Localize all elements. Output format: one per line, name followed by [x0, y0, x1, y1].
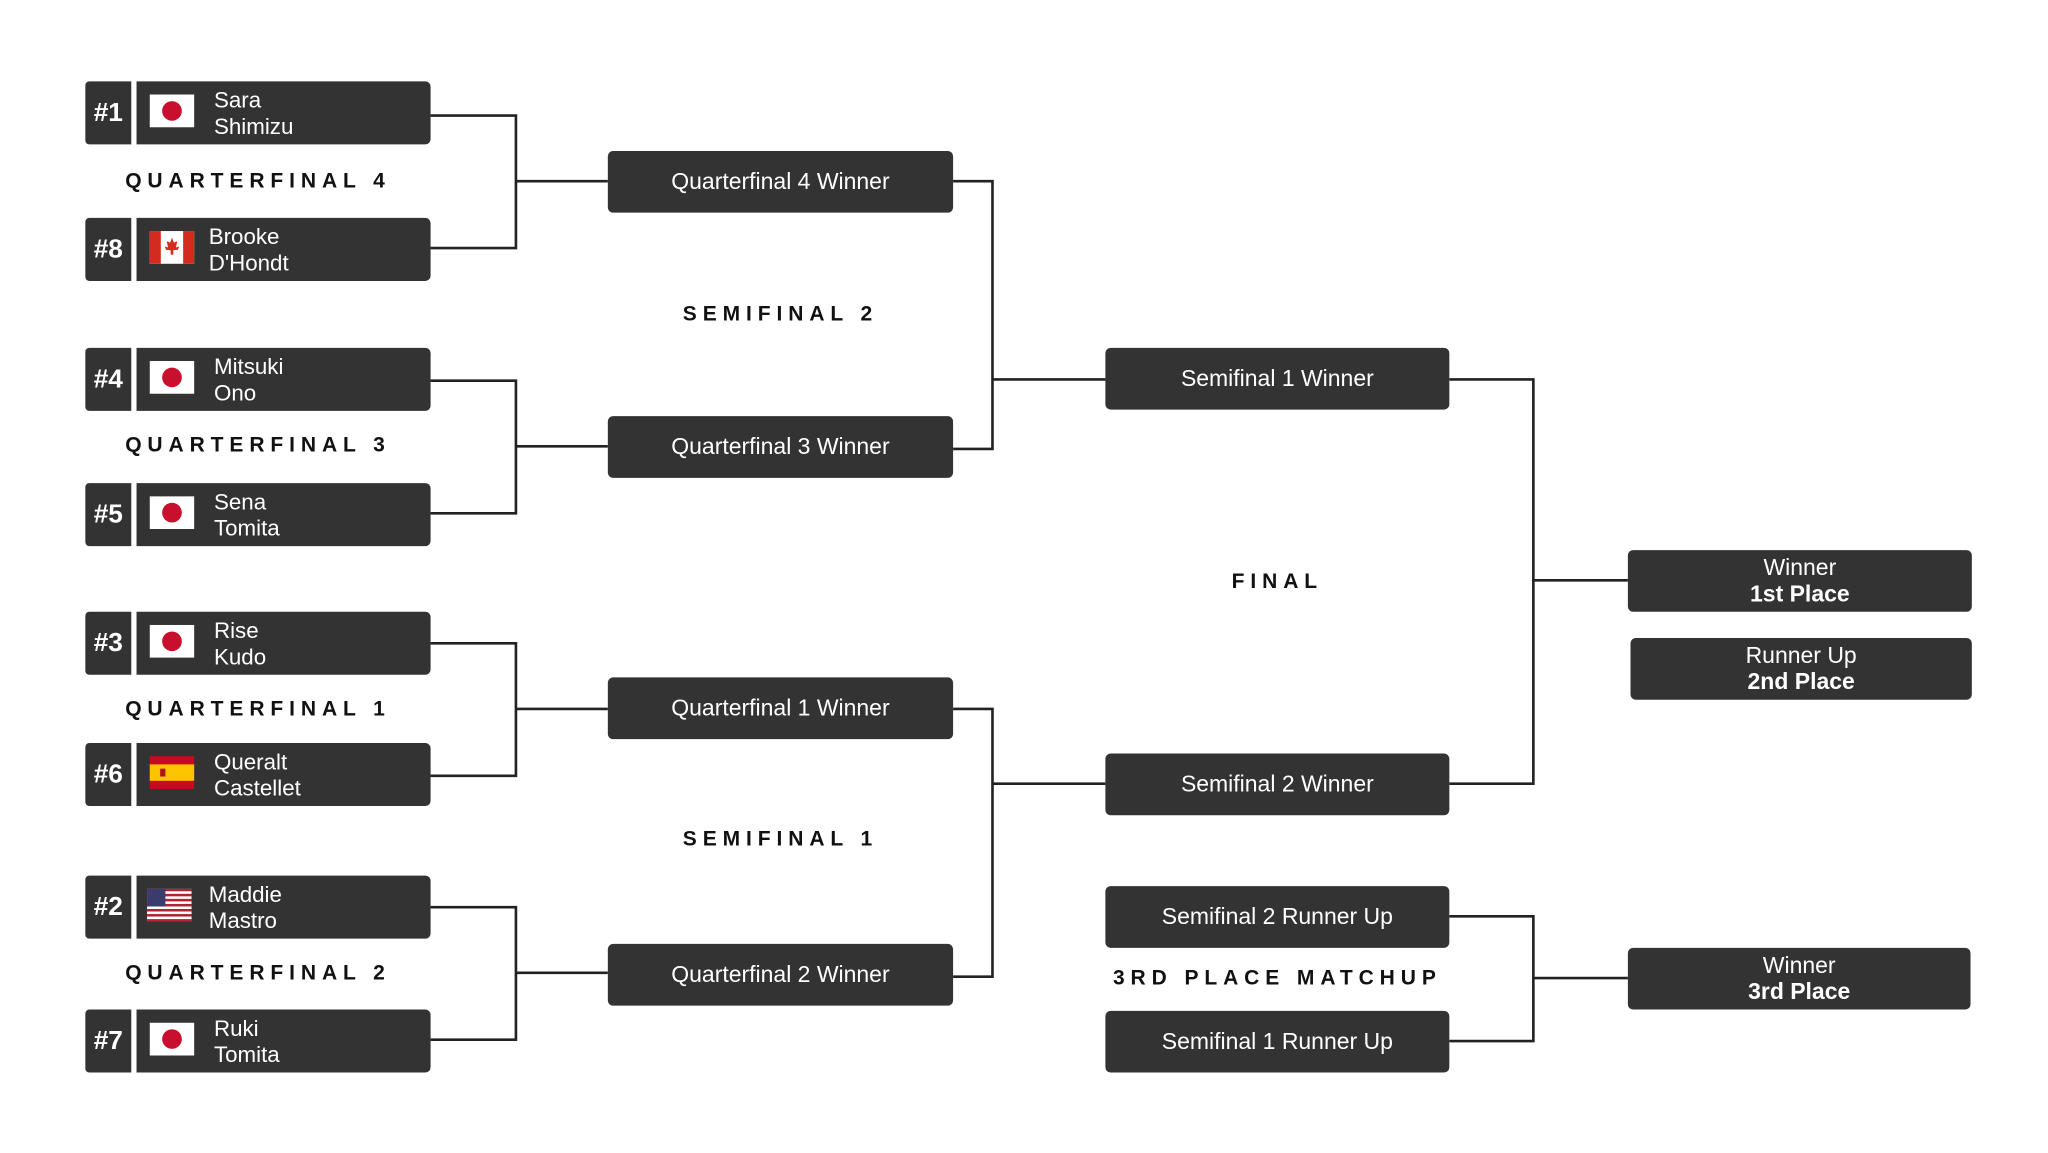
quarterfinal-3-label: QUARTERFINAL 3 [125, 434, 391, 457]
connector-third-place [1449, 915, 1535, 1043]
spain-flag-icon [149, 756, 195, 789]
final-label: FINAL [1231, 571, 1324, 594]
player-last-name: Tomita [213, 515, 280, 541]
qf1-winner-slot: Quarterfinal 1 Winner [607, 677, 954, 740]
japan-flag-icon [149, 94, 195, 128]
seed-badge: #2 [85, 875, 132, 939]
first-place-slot: Winner 1st Place [1627, 550, 1972, 612]
connector-qf3 [430, 379, 518, 515]
quarterfinal-2-label: QUARTERFINAL 2 [125, 962, 391, 985]
second-place-sub: 2nd Place [1747, 667, 1855, 694]
player-first-name: Mitsuki [213, 354, 284, 380]
second-place-slot: Runner Up 2nd Place [1630, 638, 1972, 700]
canada-flag-icon [149, 231, 195, 264]
quarterfinal-1-label: QUARTERFINAL 1 [125, 698, 391, 721]
first-place-title: Winner [1763, 554, 1837, 581]
player-card-seed-5: #5 Sena Tomita [85, 483, 431, 547]
first-place-sub: 1st Place [1750, 579, 1850, 606]
third-place-sub: 3rd Place [1748, 977, 1851, 1004]
player-last-name: Tomita [213, 1041, 280, 1067]
connector-qf1 [430, 641, 518, 778]
player-last-name: Ono [213, 380, 257, 405]
japan-flag-icon [149, 361, 195, 394]
seed-badge: #1 [85, 81, 132, 145]
sf2-winner-slot: Semifinal 2 Winner [1105, 753, 1450, 816]
semifinal-2-label: SEMIFINAL 2 [682, 303, 879, 326]
player-first-name: Maddie [208, 882, 282, 908]
sf1-runner-up-slot: Semifinal 1 Runner Up [1105, 1010, 1450, 1073]
player-name-box: Brooke D'Hondt [136, 217, 431, 281]
player-last-name: Kudo [213, 643, 267, 669]
usa-flag-icon [147, 888, 192, 922]
sf1-winner-slot: Semifinal 1 Winner [1105, 347, 1450, 410]
third-place-title: Winner [1762, 951, 1836, 979]
player-card-seed-1: #1 Sara Shimizu [85, 81, 431, 145]
seed-badge: #5 [85, 483, 132, 547]
seed-badge: #6 [85, 743, 132, 807]
connector-qf2 [430, 905, 518, 1042]
seed-badge: #8 [85, 217, 132, 281]
player-name-box: Sara Shimizu [136, 81, 431, 145]
japan-flag-icon [149, 624, 195, 658]
player-name-box: Queralt Castellet [136, 743, 431, 807]
semifinal-1-label: SEMIFINAL 1 [682, 828, 879, 851]
player-last-name: Castellet [213, 775, 301, 801]
player-card-seed-7: #7 Ruki Tomita [85, 1009, 431, 1073]
connector-sf2 [953, 179, 994, 451]
qf2-winner-slot: Quarterfinal 2 Winner [607, 943, 954, 1006]
player-name-box: Maddie Mastro [136, 875, 431, 939]
japan-flag-icon [149, 1022, 195, 1056]
second-place-title: Runner Up [1745, 641, 1857, 669]
player-name-box: Sena Tomita [136, 483, 431, 547]
player-card-seed-3: #3 Rise Kudo [85, 611, 431, 675]
japan-flag-icon [149, 496, 195, 530]
seed-badge: #4 [85, 347, 132, 411]
connector-final [1449, 378, 1535, 786]
player-card-seed-2: #2 Maddie Mastro [85, 875, 431, 939]
player-first-name: Brooke [208, 224, 280, 250]
player-last-name: D'Hondt [208, 250, 289, 276]
seed-badge: #7 [85, 1009, 132, 1073]
player-last-name: Mastro [208, 907, 277, 933]
connector-qf4 [430, 114, 518, 250]
qf4-winner-slot: Quarterfinal 4 Winner [607, 150, 954, 213]
quarterfinal-4-label: QUARTERFINAL 4 [125, 170, 391, 193]
player-card-seed-6: #6 Queralt Castellet [85, 743, 431, 807]
qf3-winner-slot: Quarterfinal 3 Winner [607, 416, 954, 478]
player-first-name: Sara [213, 87, 262, 113]
player-name-box: Rise Kudo [136, 611, 431, 675]
third-place-matchup-label: 3RD PLACE MATCHUP [1112, 967, 1442, 990]
player-first-name: Sena [213, 489, 267, 515]
player-card-seed-8: #8 Brooke D'Hondt [85, 217, 431, 281]
sf2-runner-up-slot: Semifinal 2 Runner Up [1105, 886, 1450, 948]
player-first-name: Rise [213, 618, 259, 644]
player-first-name: Queralt [213, 749, 288, 775]
player-card-seed-4: #4 Mitsuki Ono [85, 347, 431, 411]
player-first-name: Ruki [213, 1016, 259, 1042]
seed-badge: #3 [85, 611, 132, 675]
player-name-box: Mitsuki Ono [136, 347, 431, 411]
player-last-name: Shimizu [213, 113, 294, 139]
third-place-slot: Winner 3rd Place [1627, 947, 1971, 1010]
connector-sf1 [953, 707, 994, 979]
player-name-box: Ruki Tomita [136, 1009, 431, 1073]
